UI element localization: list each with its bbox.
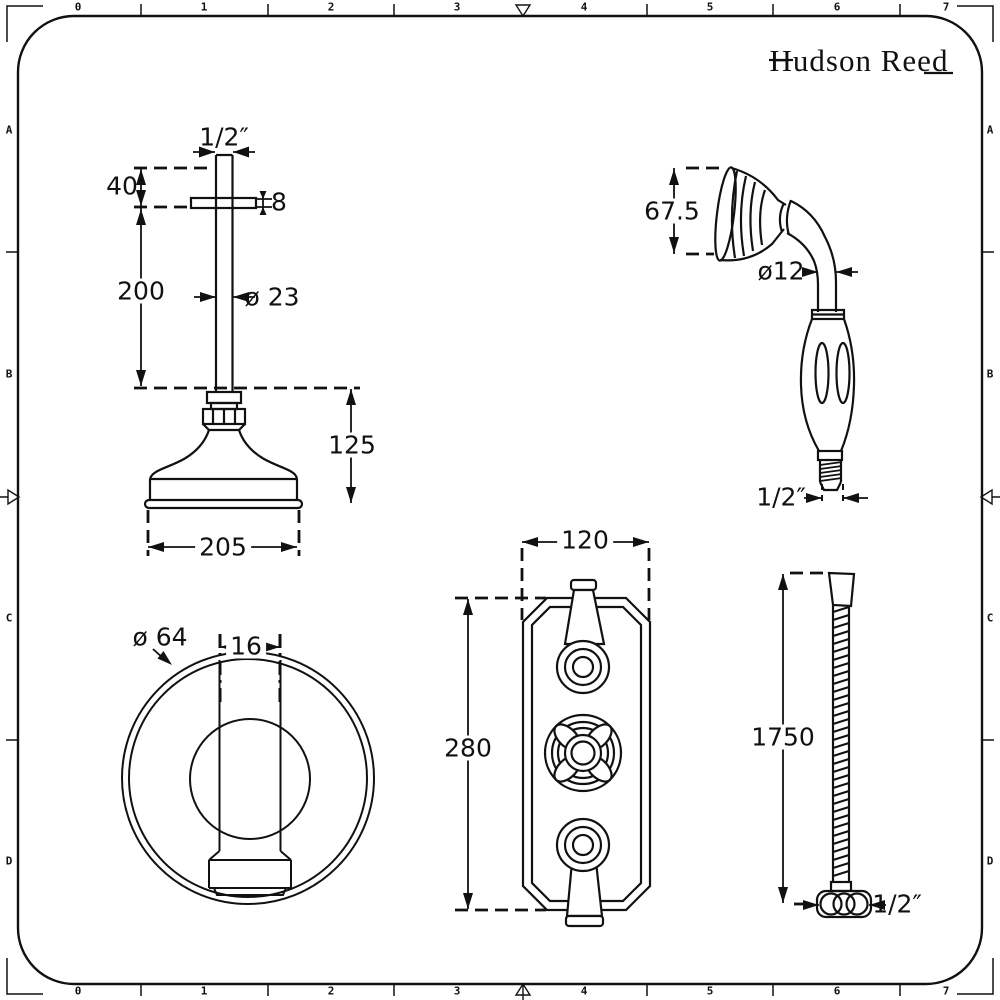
ruler-top-5: 5 [706,0,714,14]
dim-label-outlet-plate: ø 64 [132,622,188,652]
dim-label-hose-length: 1750 [747,724,819,750]
dim-label-valve-width: 120 [557,527,613,553]
wall-outlet-elbow [121,651,375,905]
dim-label-ceiling-drop: 40 [106,171,138,201]
handset-dimensions [669,166,868,506]
ruler-right-d: D [986,854,994,868]
shower-handset [714,166,856,492]
ruler-right-b: B [986,367,994,381]
ruler-left-a: A [5,123,13,137]
brand-logo: Hudson Reed [769,43,949,78]
dim-label-arm-length: 200 [113,278,169,304]
dim-label-valve-height: 280 [440,735,496,761]
ruler-bottom-5: 5 [706,984,714,998]
dim-label-head-diameter: 205 [195,534,251,560]
drawing-frame [0,4,1000,1000]
ruler-bottom-7: 7 [942,984,950,998]
dim-label-plate-thickness: 8 [271,187,287,217]
dim-label-head-height: 125 [324,432,380,458]
ruler-top-6: 6 [833,0,841,14]
dim-label-handset-neck: ø12 [757,256,805,286]
ruler-top-1: 1 [200,0,208,14]
dim-label-outlet-width: 16 [226,633,266,659]
ruler-bottom-1: 1 [200,984,208,998]
ruler-top-4: 4 [580,0,588,14]
ceiling-shower-arm [143,153,304,510]
ruler-bottom-2: 2 [327,984,335,998]
logo-rule-lines [769,58,953,75]
dim-label-handset-head: 67.5 [640,198,704,224]
dim-label-handset-thread: 1/2″ [756,482,806,512]
ruler-top-2: 2 [327,0,335,14]
ruler-top-0: 0 [74,0,82,14]
ruler-bottom-6: 6 [833,984,841,998]
ruler-top-3: 3 [453,0,461,14]
ruler-left-b: B [5,367,13,381]
dim-label-hose-thread: 1/2″ [872,889,922,919]
ruler-left-d: D [5,854,13,868]
ruler-bottom-4: 4 [580,984,588,998]
ruler-top-7: 7 [942,0,950,14]
ruler-bottom-0: 0 [74,984,82,998]
ceiling-shower-arm-dimensions [134,146,360,556]
ruler-left-c: C [5,611,13,625]
thermostatic-valve [521,578,652,928]
dim-label-arm-diameter: ø 23 [244,282,300,312]
ruler-bottom-3: 3 [453,984,461,998]
shower-hose [815,571,873,919]
ruler-right-a: A [986,123,994,137]
dim-label-ceiling-thread: 1/2″ [199,122,249,152]
ruler-right-c: C [986,611,994,625]
